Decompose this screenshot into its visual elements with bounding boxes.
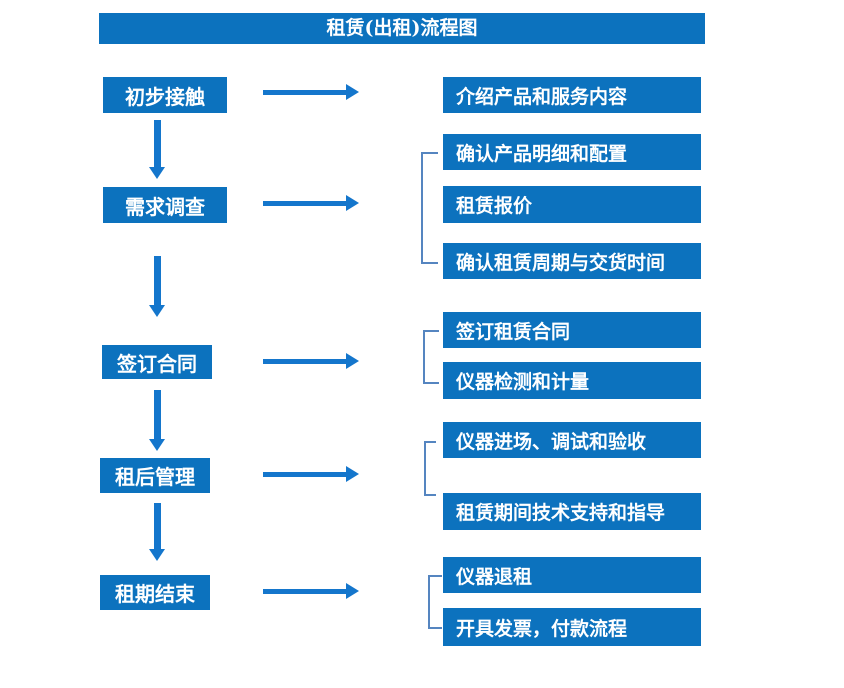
group-bracket — [423, 330, 439, 384]
detail-box: 租赁期间技术支持和指导 — [443, 493, 701, 530]
step-box-sign-contract: 签订合同 — [102, 345, 212, 379]
arrow-right-icon — [263, 466, 359, 482]
detail-box: 仪器退租 — [443, 557, 701, 593]
detail-box: 确认租赁周期与交货时间 — [443, 243, 701, 279]
step-box-post-rental-management: 租后管理 — [100, 458, 210, 493]
detail-box: 仪器进场、调试和验收 — [443, 422, 701, 458]
step-box-demand-survey: 需求调查 — [103, 187, 227, 223]
detail-box: 租赁报价 — [443, 186, 701, 223]
step-box-initial-contact: 初步接触 — [103, 77, 227, 113]
arrow-right-icon — [263, 583, 359, 599]
detail-box: 仪器检测和计量 — [443, 362, 701, 399]
arrow-down-icon — [149, 503, 165, 561]
arrow-down-icon — [149, 256, 165, 317]
detail-box: 签订租赁合同 — [443, 312, 701, 348]
detail-box: 确认产品明细和配置 — [443, 134, 701, 170]
detail-box: 介绍产品和服务内容 — [443, 77, 701, 113]
arrow-down-icon — [149, 120, 165, 179]
step-box-lease-end: 租期结束 — [100, 575, 210, 610]
arrow-right-icon — [263, 195, 359, 211]
group-bracket — [421, 152, 438, 264]
detail-box: 开具发票，付款流程 — [443, 608, 701, 646]
arrow-down-icon — [149, 390, 165, 451]
diagram-title: 租赁(出租)流程图 — [99, 13, 705, 44]
group-bracket — [428, 575, 442, 629]
arrow-right-icon — [263, 353, 359, 369]
arrow-right-icon — [263, 84, 359, 100]
group-bracket — [424, 441, 436, 496]
